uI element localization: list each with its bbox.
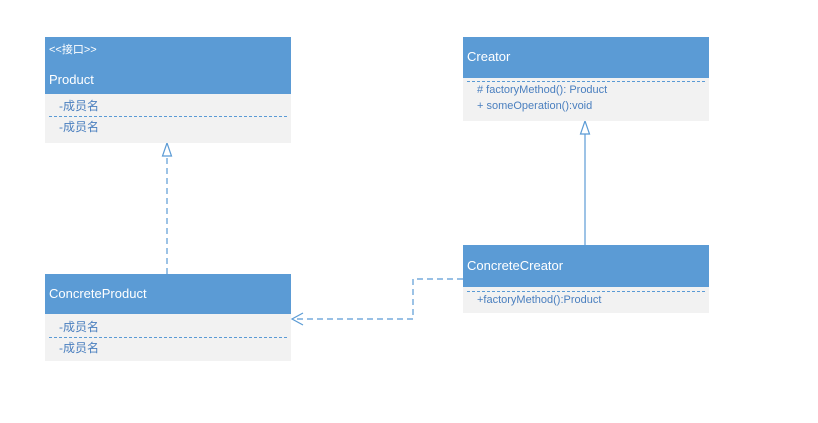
class-concrete-creator[interactable]: ConcreteCreator +factoryMethod():Product	[463, 245, 709, 313]
dependency-line	[293, 278, 463, 320]
class-stereotype: <<接口>>	[49, 44, 97, 56]
dependency-arrowhead	[290, 312, 304, 326]
class-creator[interactable]: Creator # factoryMethod(): Product + som…	[463, 37, 709, 121]
class-body: +factoryMethod():Product	[463, 287, 709, 308]
class-name: ConcreteProduct	[49, 286, 147, 301]
class-name: Creator	[467, 49, 511, 64]
class-member: -成员名	[59, 99, 99, 113]
class-name: Product	[49, 72, 94, 87]
class-header: Creator	[463, 37, 709, 78]
member-separator	[467, 291, 705, 292]
class-name: ConcreteCreator	[467, 258, 564, 273]
class-concrete-product[interactable]: ConcreteProduct -成员名 -成员名	[45, 274, 291, 361]
class-member: -成员名	[59, 120, 99, 134]
member-separator	[467, 81, 705, 82]
generalization-arrowhead-creator	[579, 119, 591, 135]
member-separator	[49, 116, 287, 117]
class-header: ConcreteCreator	[463, 245, 709, 287]
realization-arrowhead-product	[161, 141, 173, 157]
class-header: ConcreteProduct	[45, 274, 291, 314]
class-body: -成员名 -成员名	[45, 314, 291, 358]
class-member: -成员名	[59, 320, 99, 334]
class-header: <<接口>> Product	[45, 37, 291, 94]
class-body: # factoryMethod(): Product + someOperati…	[463, 78, 709, 114]
member-separator	[49, 337, 287, 338]
class-method: + someOperation():void	[477, 100, 593, 112]
class-member: -成员名	[59, 341, 99, 355]
class-method: # factoryMethod(): Product	[477, 84, 608, 96]
class-product[interactable]: <<接口>> Product -成员名 -成员名	[45, 37, 291, 143]
class-body: -成员名 -成员名	[45, 94, 291, 137]
class-method: +factoryMethod():Product	[477, 294, 602, 306]
